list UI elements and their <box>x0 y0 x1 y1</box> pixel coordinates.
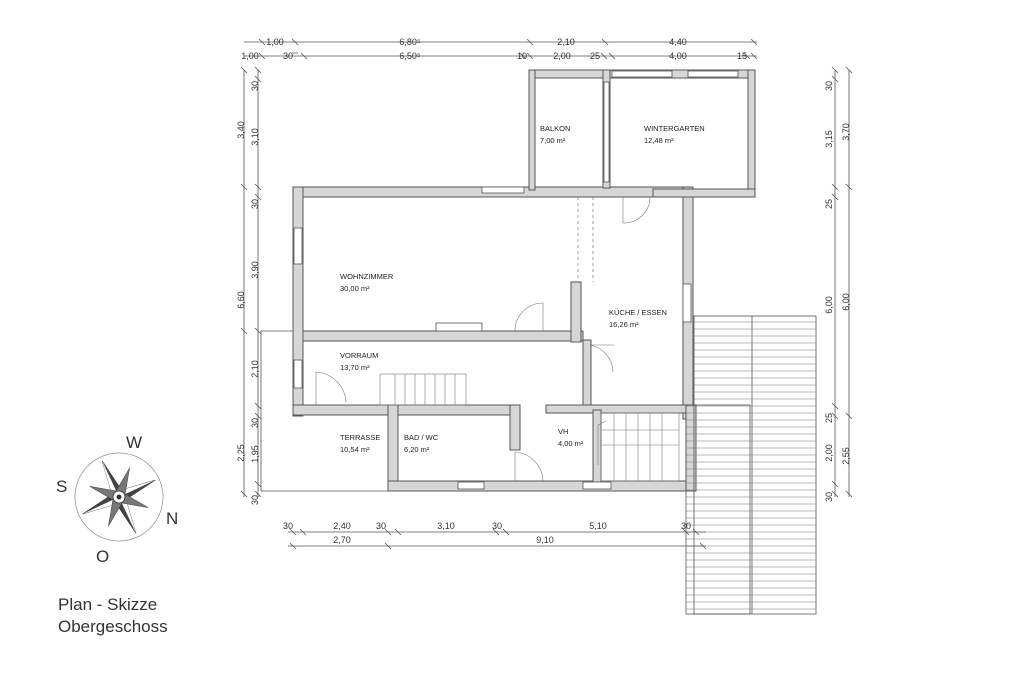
dim-left-inner-2: 3,10 <box>250 128 260 146</box>
dim-right-outer-1: 3,70 <box>841 123 851 141</box>
room-label-bad: BAD / WC <box>404 433 439 442</box>
room-label-vorraum: VORRAUM <box>340 351 378 360</box>
dim-top-outer-4: 4,40 <box>669 37 687 47</box>
dim-right-outer-3: 2,55 <box>841 447 851 465</box>
dim-top-inner-5: 2,00 <box>553 51 571 61</box>
dim-top-outer-3: 2,10 <box>557 37 575 47</box>
caption-subtitle: Obergeschoss <box>58 617 168 636</box>
dim-left-inner-5: 2,10 <box>250 360 260 378</box>
room-label-wintergarten: WINTERGARTEN <box>644 124 705 133</box>
dim-top-outer-2: 6,80⁵ <box>399 37 421 47</box>
dimension-lines <box>240 38 853 550</box>
dim-bottom-inner-2: 2,40 <box>333 521 351 531</box>
dim-left-inner-4: 3,90 <box>250 261 260 279</box>
compass-rose-icon <box>74 452 164 542</box>
room-area-wintergarten: 12,48 m² <box>644 136 674 145</box>
dim-bottom-inner-1: 30 <box>283 521 293 531</box>
dim-top-inner-1: 1,00 <box>241 51 259 61</box>
dim-right-inner-1: 30 <box>824 81 834 91</box>
room-label-vh: VH <box>558 427 568 436</box>
room-area-terrasse: 10,54 m² <box>340 445 370 454</box>
doors <box>315 196 651 482</box>
room-area-vorraum: 13,70 m² <box>340 363 370 372</box>
dim-top-inner-8: 15 <box>737 51 747 61</box>
room-label-kueche: KÜCHE / ESSEN <box>609 308 667 317</box>
dim-right-inner-6: 2,00 <box>824 444 834 462</box>
dim-right-inner-3: 25 <box>824 199 834 209</box>
dim-bottom-outer-1: 2,70 <box>333 535 351 545</box>
dim-left-inner-7: 1,95 <box>250 445 260 463</box>
compass-label-o: O <box>96 547 109 566</box>
drawing-caption: Plan - Skizze Obergeschoss <box>58 594 168 638</box>
compass-label-n: N <box>166 509 178 528</box>
dim-left-inner-3: 30 <box>250 199 260 209</box>
room-area-bad: 6,20 m² <box>404 445 430 454</box>
dim-right-inner-4: 6,00 <box>824 296 834 314</box>
dim-left-inner-6: 30 <box>250 418 260 428</box>
dim-left-inner-1: 30 <box>250 81 260 91</box>
dim-bottom-inner-5: 30 <box>492 521 502 531</box>
dim-right-inner-2: 3,15 <box>824 130 834 148</box>
room-label-wohnzimmer: WOHNZIMMER <box>340 272 394 281</box>
room-label-balkon: BALKON <box>540 124 570 133</box>
dim-top-inner-3: 6,50⁵ <box>399 51 421 61</box>
dim-right-outer-2: 6,00 <box>841 293 851 311</box>
dimension-ticks <box>240 38 853 550</box>
dim-right-inner-7: 30 <box>824 492 834 502</box>
dim-right-inner-5: 25 <box>824 413 834 423</box>
dim-bottom-outer-2: 9,10 <box>536 535 554 545</box>
dim-top-inner-2: 30 <box>283 51 293 61</box>
room-area-balkon: 7,00 m² <box>540 136 566 145</box>
compass-label-w: W <box>126 433 142 452</box>
dim-top-inner-4: 10 <box>517 51 527 61</box>
room-label-terrasse: TERRASSE <box>340 433 380 442</box>
dim-bottom-inner-4: 3,10 <box>437 521 455 531</box>
exterior-deck <box>685 315 817 615</box>
dim-left-outer-1: 3,40 <box>236 121 246 139</box>
caption-title: Plan - Skizze <box>58 595 158 614</box>
dim-bottom-inner-7: 30 <box>681 521 691 531</box>
dim-bottom-inner-6: 5,10 <box>589 521 607 531</box>
dim-bottom-inner-3: 30 <box>376 521 386 531</box>
dim-top-inner-6: 25 <box>590 51 600 61</box>
room-area-wohnzimmer: 30,00 m² <box>340 284 370 293</box>
compass-label-s: S <box>56 477 67 496</box>
room-area-kueche: 16,26 m² <box>609 320 639 329</box>
dim-top-outer-1: 1,00 <box>266 37 284 47</box>
windows <box>293 70 739 490</box>
dim-left-outer-3: 2,25 <box>236 444 246 462</box>
dim-left-outer-2: 6,60 <box>236 291 246 309</box>
dim-top-inner-7: 4,00 <box>669 51 687 61</box>
dim-left-inner-8: 30 <box>250 495 260 505</box>
terrace-outline <box>260 330 388 492</box>
stairs <box>379 373 680 482</box>
room-area-vh: 4,00 m² <box>558 439 584 448</box>
